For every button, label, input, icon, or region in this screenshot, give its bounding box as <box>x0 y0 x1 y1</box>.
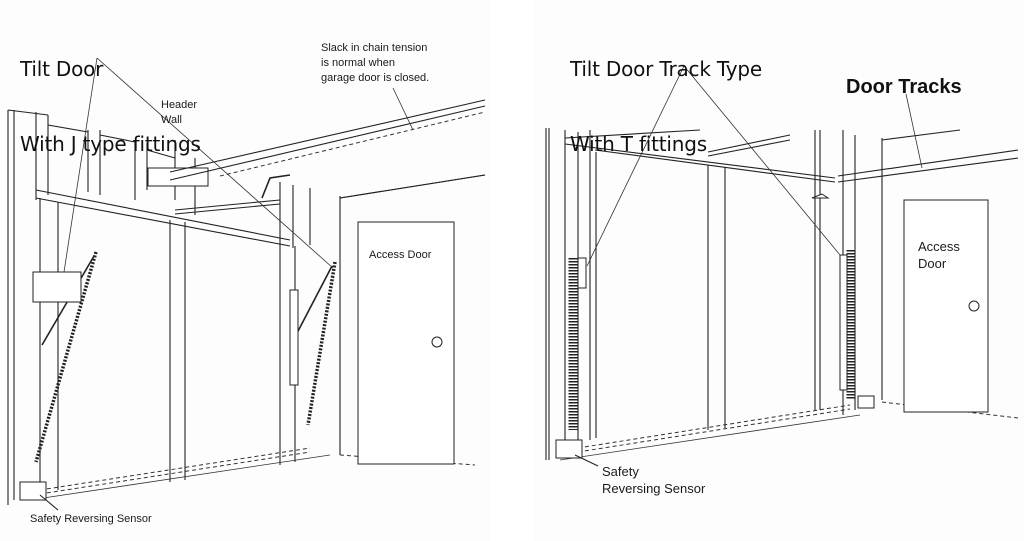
right-springs <box>568 250 856 430</box>
right-access-door-label: Access Door <box>918 239 960 271</box>
header-wall-label: Header Wall <box>161 99 198 126</box>
right-header-rail <box>564 129 1019 199</box>
right-access-door <box>903 199 989 413</box>
slack-note-label: Slack in chain tension is normal when ga… <box>321 42 430 84</box>
right-title: Tilt Door Track Type With T fittings <box>570 7 762 182</box>
left-door-panels <box>39 198 296 500</box>
right-title-line1: Tilt Door Track Type <box>570 57 762 81</box>
left-title: Tilt Door With J type fittings <box>20 7 201 182</box>
left-title-line2: With J type fittings <box>20 132 201 156</box>
left-title-line1: Tilt Door <box>20 57 104 81</box>
left-access-door-label: Access Door <box>369 249 432 261</box>
left-access-door <box>339 174 486 465</box>
door-tracks-label: Door Tracks <box>846 76 962 98</box>
left-safety-sensor-label: Safety Reversing Sensor <box>30 513 152 525</box>
left-wall-studs <box>7 109 341 505</box>
left-leader-lines <box>63 57 414 273</box>
left-header-beam <box>35 167 291 247</box>
left-chain-arms <box>32 251 337 463</box>
right-leader-lines <box>586 65 923 267</box>
right-title-line2: With T fittings <box>570 132 707 156</box>
right-door-panels <box>595 152 726 438</box>
right-safety-sensor-label: Safety Reversing Sensor <box>602 464 706 496</box>
